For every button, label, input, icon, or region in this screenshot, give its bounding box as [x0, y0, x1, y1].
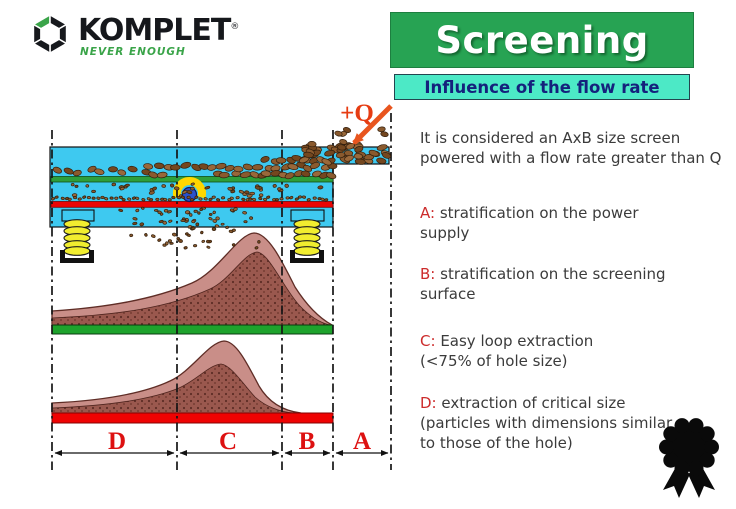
- legend-text: to those of the hole): [420, 434, 573, 452]
- oversize-particles: [52, 154, 338, 180]
- award-ribbon-icon: [650, 418, 728, 509]
- legend-item-a: A: stratification on the power supply: [420, 203, 639, 243]
- brand-name: KOMPLET®: [78, 13, 239, 48]
- green-bar: [51, 324, 334, 335]
- legend-key-a: A:: [420, 204, 436, 222]
- subtitle-banner: Influence of the flow rate: [394, 74, 690, 100]
- legend-item-b: B: stratification on the screening surfa…: [420, 264, 666, 304]
- legend-key-c: C:: [420, 332, 436, 350]
- registered-mark: ®: [230, 22, 239, 32]
- distribution-curve-lower: [51, 340, 334, 424]
- mid-size-particles: [51, 182, 329, 202]
- legend-text: supply: [420, 224, 470, 242]
- page-title: Screening: [435, 18, 649, 62]
- page-subtitle: Influence of the flow rate: [424, 77, 660, 97]
- flow-rate-annotation: +Q: [340, 100, 393, 145]
- komplet-logo: KOMPLET® NEVER ENOUGH: [28, 11, 239, 58]
- legend-text: surface: [420, 285, 476, 303]
- spring-bracket: [60, 250, 94, 263]
- intro-line: powered with a flow rate greater than Q: [420, 149, 722, 167]
- zone-labels: D C B A: [108, 428, 371, 455]
- brand-tagline: NEVER ENOUGH: [80, 46, 186, 58]
- title-banner: Screening: [390, 12, 694, 68]
- legend-text: extraction of critical size: [441, 394, 626, 412]
- zone-label-a: A: [353, 428, 371, 455]
- legend-text: Easy loop extraction: [440, 332, 594, 350]
- zone-label-b: B: [299, 428, 316, 455]
- legend-text: (particles with dimensions similar: [420, 414, 673, 432]
- intro-paragraph: It is considered an AxB size screen powe…: [420, 128, 722, 168]
- spring-icon: [293, 219, 321, 256]
- legend-item-c: C: Easy loop extraction (<75% of hole si…: [420, 331, 593, 371]
- feed-particles: [298, 126, 392, 166]
- flow-arrow-icon: [352, 104, 393, 145]
- zone-label-c: C: [219, 428, 237, 455]
- screen-machine: [49, 146, 390, 228]
- legend-item-d: D: extraction of critical size (particle…: [420, 393, 672, 453]
- zone-label-d: D: [108, 428, 126, 455]
- spring-bracket: [290, 250, 324, 263]
- undersize-particles: [118, 206, 261, 250]
- zone-boundary-lines: [51, 113, 392, 470]
- support-springs: [60, 219, 324, 263]
- distribution-curve-upper: [51, 232, 334, 335]
- flow-rate-label: +Q: [340, 100, 374, 127]
- legend-text: stratification on the screening: [440, 265, 666, 283]
- legend-key-b: B:: [420, 265, 436, 283]
- intro-line: It is considered an AxB size screen: [420, 129, 681, 147]
- komplet-aperture-icon: [31, 13, 69, 55]
- lower-screen-deck: [50, 201, 334, 208]
- legend-key-d: D:: [420, 394, 437, 412]
- spring-icon: [63, 219, 91, 256]
- legend-text: (<75% of hole size): [420, 352, 568, 370]
- red-bar: [51, 412, 334, 424]
- legend-text: stratification on the power: [439, 204, 639, 222]
